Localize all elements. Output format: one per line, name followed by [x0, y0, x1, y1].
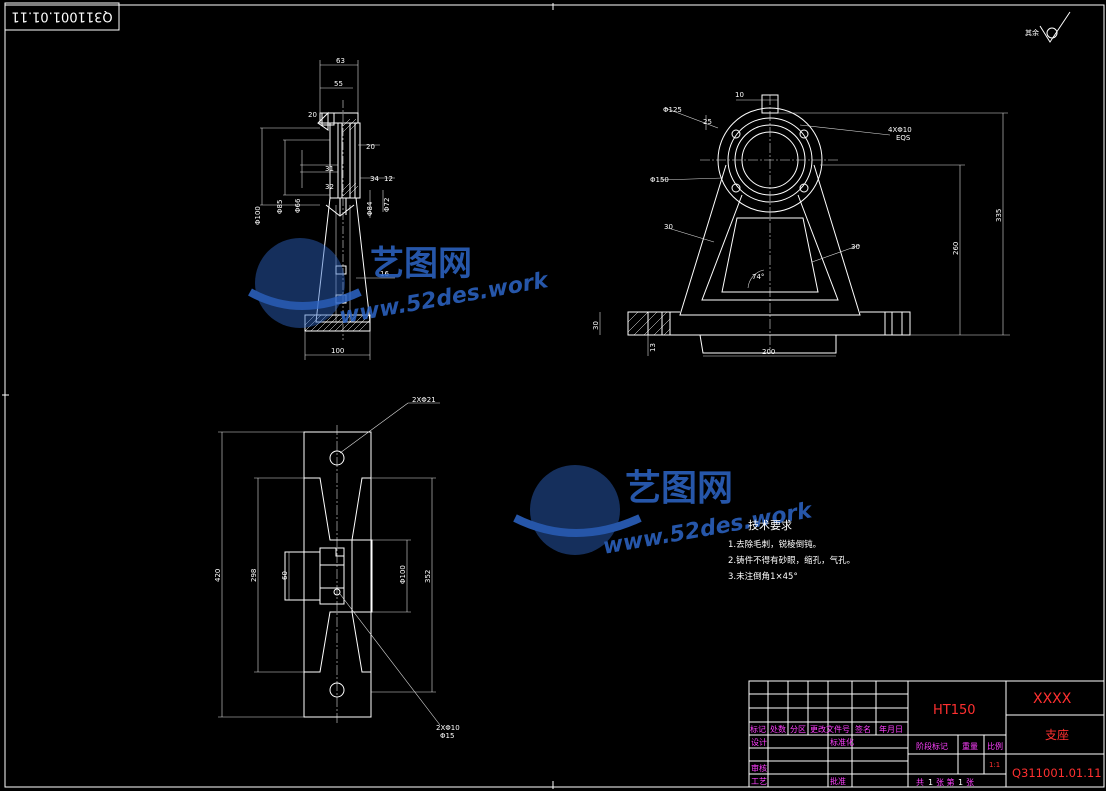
- sheet-total: 1: [928, 778, 933, 787]
- hdr-doc: 更改文件号: [810, 724, 850, 734]
- dim-phi66: Φ66: [294, 198, 302, 213]
- lbl-stage: 阶段标记: [916, 741, 948, 751]
- dim-holes21: 2XΦ21: [412, 396, 436, 404]
- watermark-brand-mid: 艺图网: [625, 468, 733, 509]
- dim-4x10: 4XΦ10: [888, 126, 912, 134]
- dim-352: 352: [424, 570, 432, 583]
- dim-34: 34: [370, 175, 379, 183]
- dim-260: 260: [952, 242, 960, 255]
- dim-phi72: Φ72: [383, 198, 391, 212]
- dim-20b: 20: [308, 111, 317, 119]
- sheet-current: 1: [958, 778, 963, 787]
- hdr-count: 处数: [770, 724, 786, 734]
- dim-200: 200: [762, 348, 775, 356]
- tech-item-1: 1.去除毛刺，锐棱倒钝。: [728, 539, 821, 550]
- technical-requirements: 技术要求 1.去除毛刺，锐棱倒钝。 2.铸件不得有砂眼，缩孔，气孔。 3.未注倒…: [728, 519, 855, 582]
- top-view: 2XΦ21 2XΦ10 Φ15 420 298 60 Φ100 352: [214, 396, 460, 740]
- dim-phi84: Φ84: [366, 201, 374, 216]
- roughness-label: 其余: [1025, 28, 1039, 37]
- lbl-approve: 批准: [830, 776, 846, 786]
- dim-13: 13: [649, 343, 657, 352]
- dim-angle: 74°: [752, 273, 764, 281]
- sheet-end: 张: [966, 778, 974, 787]
- part-name: 支座: [1045, 727, 1069, 742]
- dim-420: 420: [214, 569, 222, 582]
- drawing-number: Q311001.01.11: [1012, 766, 1102, 780]
- dim-63: 63: [336, 57, 345, 65]
- hdr-date: 年月日: [879, 724, 903, 734]
- dim-phi125: Φ125: [663, 106, 682, 114]
- drawing-number-box: Q311001.01.11: [4, 2, 120, 31]
- dim-30c: 30: [592, 321, 600, 330]
- lbl-process: 工艺: [751, 777, 767, 786]
- dim-20-side: 20: [366, 143, 375, 151]
- dim-30b: 30: [851, 243, 860, 251]
- dim-phi150: Φ150: [650, 176, 669, 184]
- dim-eqs: EQS: [896, 134, 911, 142]
- dim-phi15: Φ15: [440, 732, 454, 740]
- dim-25: 25: [703, 118, 712, 126]
- dim-335: 335: [995, 209, 1003, 222]
- hdr-sign: 签名: [855, 724, 871, 734]
- sheet-total-label: 共: [916, 778, 924, 787]
- tech-item-3: 3.未注倒角1×45°: [728, 571, 798, 582]
- dim-30a: 30: [664, 223, 673, 231]
- front-view: 10 Φ125 25 4XΦ10 EQS Φ150: [592, 91, 1010, 357]
- hdr-zone: 分区: [790, 725, 806, 734]
- hdr-mark: 标记: [750, 724, 766, 734]
- lbl-design: 设计: [751, 737, 767, 747]
- lbl-std: 标准化: [830, 737, 854, 747]
- watermark-top: 艺图网 www.52des.work: [248, 238, 551, 330]
- dim-10: 10: [735, 91, 744, 99]
- company-name: XXXX: [1033, 691, 1072, 707]
- sheet-label: 张 第: [936, 777, 955, 787]
- side-view: 63 55: [254, 57, 395, 360]
- dim-298: 298: [250, 569, 258, 582]
- dim-phi100-top: Φ100: [399, 565, 407, 584]
- dim-phi100-side: Φ100: [254, 206, 262, 225]
- lbl-scale: 比例: [987, 741, 1003, 751]
- lbl-weight: 重量: [962, 741, 978, 751]
- watermark-brand-top: 艺图网: [370, 244, 472, 284]
- tech-title: 技术要求: [748, 519, 792, 532]
- drawing-number-rotated: Q311001.01.11: [11, 9, 112, 24]
- dim-16: 16: [380, 270, 389, 278]
- dim-31: 31: [325, 165, 334, 173]
- title-block: 标记 处数 分区 更改文件号 签名 年月日 设计 标准化 审核 工艺 批准 HT…: [748, 680, 1105, 788]
- dim-55: 55: [334, 80, 343, 88]
- surface-roughness-note: 其余: [1025, 11, 1071, 43]
- tech-item-2: 2.铸件不得有砂眼，缩孔，气孔。: [728, 555, 855, 566]
- dim-phi85: Φ85: [276, 200, 284, 214]
- dim-32: 32: [325, 183, 334, 191]
- dim-12: 12: [384, 175, 393, 183]
- border-frame: [2, 3, 1105, 789]
- lbl-review: 审核: [751, 763, 767, 773]
- dim-100-side: 100: [331, 347, 344, 355]
- material: HT150: [933, 703, 976, 718]
- dim-holes10: 2XΦ10: [436, 724, 460, 732]
- dim-60: 60: [281, 571, 289, 580]
- scale-value: 1:1: [989, 761, 1000, 769]
